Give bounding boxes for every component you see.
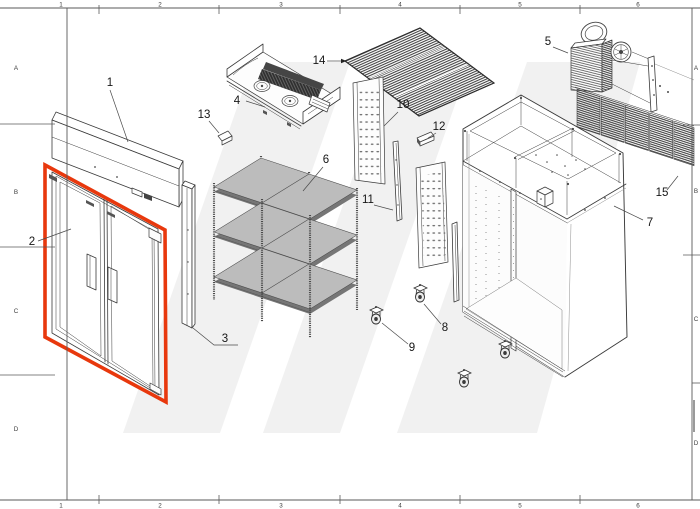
callout-15: 15 [656, 187, 669, 199]
part-10-perforated-panel [352, 76, 386, 185]
svg-text:3: 3 [279, 503, 283, 509]
svg-text:6: 6 [636, 503, 640, 509]
electrical-box [536, 186, 554, 208]
svg-text:D: D [14, 426, 19, 433]
callout-9: 9 [409, 342, 415, 354]
grid-row-labels-left: A B C D [14, 65, 19, 433]
callout-6: 6 [323, 154, 329, 166]
callout-8: 8 [442, 322, 448, 334]
caster-8 [413, 284, 428, 303]
fan-right [281, 95, 299, 107]
part-14-wire-grid-shelf [343, 27, 496, 117]
callout-7: 7 [647, 217, 653, 229]
svg-text:D: D [694, 440, 699, 447]
svg-text:4: 4 [398, 503, 402, 509]
row-ticks [0, 123, 700, 432]
part-13-clip [217, 130, 233, 146]
part-6-shelving-rack [212, 156, 359, 338]
grid-row-labels-right: A B C D [694, 65, 699, 447]
door-hinges [49, 174, 162, 396]
callout-11: 11 [362, 194, 374, 206]
svg-text:6: 6 [636, 2, 640, 9]
part-5-condensing-unit [570, 21, 695, 113]
svg-text:2: 2 [158, 503, 162, 509]
deck-screws [535, 154, 586, 176]
column-ticks [98, 5, 581, 504]
callout-4: 4 [234, 95, 241, 107]
part-12-bracket [416, 131, 435, 147]
svg-text:A: A [694, 65, 699, 72]
part-1-header-panel [51, 111, 184, 208]
grid-column-labels-top: 1 2 3 4 5 6 [59, 2, 640, 9]
part-2-door-assembly [43, 161, 168, 406]
svg-text:2: 2 [158, 2, 162, 9]
callout-2: 2 [29, 236, 35, 248]
svg-text:1: 1 [59, 2, 63, 9]
svg-text:4: 4 [398, 2, 402, 9]
callout-5: 5 [545, 36, 551, 48]
caster-3 [498, 340, 513, 359]
terminal-box [308, 94, 331, 113]
brand-badge [131, 187, 152, 201]
part-4-compressor-deck [226, 43, 341, 130]
pilaster-panel-2 [415, 161, 449, 269]
callout-14: 14 [313, 55, 326, 67]
svg-text:B: B [14, 189, 18, 196]
highlight-box [43, 161, 168, 406]
part-11-mounting-strip [392, 140, 403, 222]
callout-13: 13 [198, 109, 211, 121]
fan-left [253, 80, 271, 92]
fan-shroud [610, 41, 632, 63]
svg-text:C: C [694, 316, 699, 323]
callout-1: 1 [107, 77, 113, 89]
svg-text:A: A [14, 65, 19, 72]
part-7-cabinet-body [462, 94, 628, 378]
door-handle-left [86, 253, 97, 291]
mounting-strip-2 [451, 221, 460, 303]
part-3-door-post [181, 180, 196, 329]
svg-text:5: 5 [518, 2, 522, 9]
callout-leaders [37, 46, 679, 346]
callout-10: 10 [397, 99, 410, 111]
callout-labels: 1 2 3 4 5 6 7 8 9 10 11 12 13 14 15 [29, 36, 669, 354]
callout-12: 12 [433, 121, 446, 133]
door-handle-right [107, 266, 118, 304]
condenser-coil [258, 62, 324, 100]
svg-text:C: C [14, 308, 19, 315]
svg-text:5: 5 [518, 503, 522, 509]
svg-text:3: 3 [279, 2, 283, 9]
caster-9 [369, 306, 384, 325]
svg-text:1: 1 [59, 503, 63, 509]
grid-column-labels-bottom: 1 2 3 4 5 6 [59, 503, 640, 509]
svg-text:B: B [694, 188, 698, 195]
callout-3: 3 [222, 333, 228, 345]
part-15-rear-grille [574, 86, 695, 167]
caster-4 [457, 369, 472, 388]
